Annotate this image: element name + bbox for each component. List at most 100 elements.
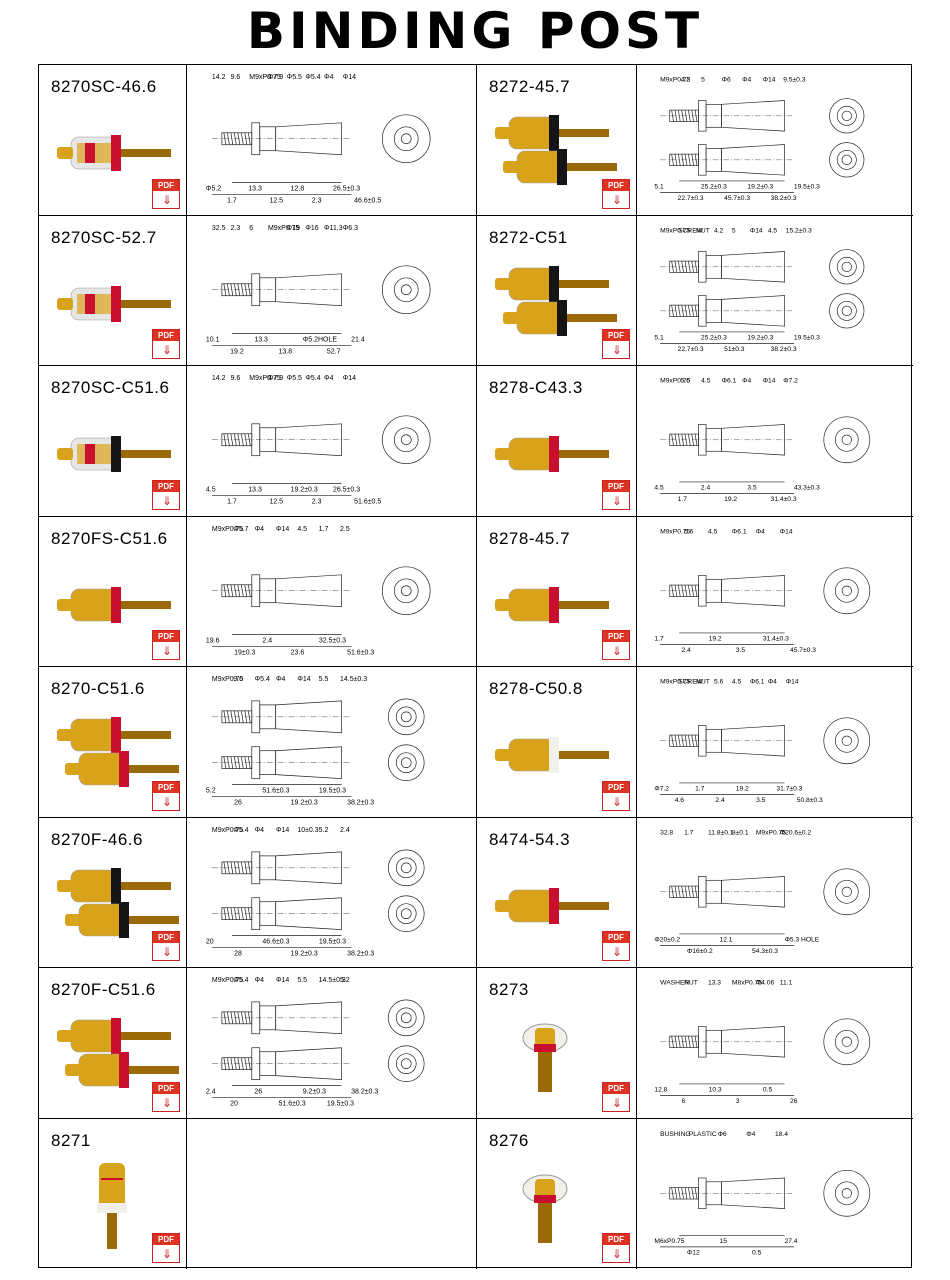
pdf-label: PDF [603,1082,629,1094]
dimension-label: 31.7±0.3 [776,786,802,793]
pdf-label: PDF [153,179,179,191]
dimension-label: Φ4 [324,375,334,382]
pdf-label: PDF [603,330,629,341]
dimension-label: M9xP0.75 [249,74,281,81]
product-photo [97,1162,127,1249]
dimension-label: 2.3 [312,198,322,205]
download-arrow-icon: ⇓ [612,1095,623,1110]
dimension-label: NUT [696,227,710,234]
pdf-download-icon[interactable]: PDF⇓ [602,1233,630,1263]
pdf-label: PDF [603,480,629,492]
dimension-label: 13.8 [279,348,293,355]
dimension-label: 38.2±0.3 [771,195,797,202]
dimension-label: M6xP0.75 [654,1238,684,1245]
dimension-label: Φ14 [276,977,289,984]
product-photo [57,436,171,472]
dimension-label: 2.4 [682,647,692,654]
product-photo-shape [57,436,171,472]
dimension-label: 2.4 [701,485,711,492]
product-model-number: 8276 [489,1130,529,1150]
product-model-number: 8270F-C51.6 [51,980,156,999]
dimension-label: Φ7.2 [783,377,798,384]
pdf-download-icon[interactable]: PDF⇓ [152,1233,180,1263]
product-photo [57,285,171,322]
dimension-label: 15.2±0.3 [786,227,812,234]
product-photo-shape [522,1023,568,1092]
dimension-label: 5.5 [319,676,329,683]
dimension-label: Φ20.6±0.2 [780,829,812,836]
product-photo-shape [97,1162,127,1249]
pdf-download-icon[interactable]: PDF⇓ [152,630,180,660]
dimension-label: Φ4 [768,678,777,685]
dimension-label: Φ5.4 [305,74,320,81]
download-arrow-icon: ⇓ [612,493,623,508]
dimension-label: 19.2 [736,786,749,793]
pdf-download-icon[interactable]: PDF⇓ [152,1081,180,1112]
pdf-download-icon[interactable]: PDF⇓ [602,780,630,811]
pdf-download-icon[interactable]: PDF⇓ [602,479,630,510]
dimension-label: 19.5±0.3 [327,1101,354,1108]
dimension-label: 14.2 [212,375,226,382]
dimension-label: 2.5 [340,525,350,532]
dimension-label: 26.5±0.3 [333,186,360,193]
pdf-download-icon[interactable]: PDF⇓ [152,329,180,359]
dimension-label: 9.6 [231,375,241,382]
pdf-download-icon[interactable]: PDF⇓ [602,178,630,209]
dimension-label: 19.2±0.3 [747,184,773,191]
dimension-label: 5.1 [654,184,664,191]
dimension-label: 5.2 [319,826,329,833]
dimension-label: 54.3±0.3 [752,948,778,955]
dimension-label: 2.4 [262,637,272,644]
dimension-label: Φ14 [786,678,799,685]
dimension-label: 3.5 [756,797,766,804]
product-photo [495,265,617,336]
pdf-download-icon[interactable]: PDF⇓ [602,630,630,660]
dimension-label: 2.3 [312,499,322,506]
download-arrow-icon: ⇓ [162,493,173,508]
product-photo [495,737,609,773]
download-arrow-icon: ⇓ [612,945,623,959]
pdf-download-icon[interactable]: PDF⇓ [602,329,630,359]
pdf-label: PDF [153,631,179,642]
pdf-download-icon[interactable]: PDF ⇓ [602,931,630,961]
dimension-label: Φ6.1 [750,678,765,685]
dimension-label: Φ4 [746,1130,755,1137]
pdf-download-icon[interactable]: PDF⇓ [152,780,180,811]
dimension-label: 51.6±0.3 [279,1101,306,1108]
dimension-label: 3.5 [736,647,746,654]
dimension-label: 32.5 [212,224,226,231]
dimension-label: 4.5 [701,377,711,384]
dimension-label: Φ14 [763,76,776,83]
dimension-label: Φ4 [255,977,265,984]
dimension-label: 4.5 [654,485,664,492]
pdf-download-icon[interactable]: PDF⇓ [152,479,180,510]
dimension-label: 25.2±0.3 [701,334,727,341]
pdf-download-icon[interactable]: PDF⇓ [152,931,180,961]
dimension-label: Φ5.3 HOLE [785,936,820,943]
pdf-label: PDF [603,932,629,943]
dimension-label: 19.2 [230,348,244,355]
product-photo-shape [495,586,609,623]
dimension-label: 26 [790,1098,798,1105]
product-photo-shape [57,867,179,938]
dimension-label: Φ14 [780,528,793,535]
dimension-label: Φ14 [276,826,289,833]
dimension-label: Φ14 [297,676,310,683]
pdf-download-icon[interactable]: PDF⇓ [602,1081,630,1112]
dimension-label: Φ5.4 [233,977,248,984]
product-photo-shape [495,115,617,185]
dimension-label: 22.7±0.3 [678,195,704,202]
pdf-download-icon[interactable]: PDF⇓ [152,178,180,209]
product-model-number: 8270F-46.6 [51,829,143,849]
